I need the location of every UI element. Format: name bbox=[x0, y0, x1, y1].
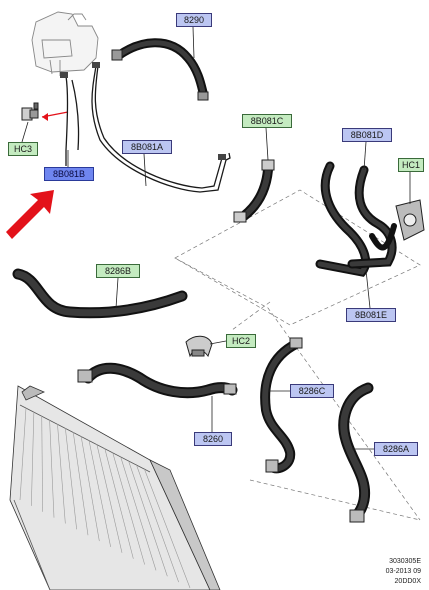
label-hc1: HC1 bbox=[398, 158, 424, 172]
hose-8b081c bbox=[233, 159, 275, 223]
label-8290: 8290 bbox=[176, 13, 212, 27]
radiator-fin bbox=[120, 455, 157, 571]
red-pointer-arrow bbox=[6, 190, 54, 239]
radiator-fin bbox=[41, 415, 43, 512]
radiator-fin bbox=[135, 463, 179, 583]
footer-code-line-3: 20DD0X bbox=[394, 578, 421, 585]
radiator-fin bbox=[65, 427, 77, 530]
footer-code-line-1: 3030305E bbox=[389, 558, 421, 565]
hose-8b081d-assembly bbox=[315, 161, 397, 277]
radiator-fin bbox=[31, 411, 35, 506]
thermostat-housing bbox=[395, 199, 425, 241]
label-8b081a: 8B081A bbox=[122, 140, 172, 154]
label-hc2: HC2 bbox=[226, 334, 256, 348]
red-leader-arrowhead bbox=[42, 113, 48, 121]
radiator-fin bbox=[143, 467, 191, 589]
label-8260: 8260 bbox=[194, 432, 232, 446]
label-hc3: HC3 bbox=[8, 142, 38, 156]
radiator-fin bbox=[112, 451, 145, 565]
label-8b081e: 8B081E bbox=[346, 308, 396, 322]
coolant-reservoir bbox=[31, 11, 99, 76]
hose-8b081-lines bbox=[65, 65, 231, 193]
radiator-fin bbox=[104, 447, 134, 559]
radiator bbox=[9, 385, 221, 590]
label-8286c: 8286C bbox=[290, 384, 334, 398]
label-8b081c: 8B081C bbox=[242, 114, 292, 128]
radiator-fin bbox=[80, 435, 100, 542]
hose-8286c bbox=[260, 337, 303, 474]
radiator-fin bbox=[57, 423, 66, 524]
radiator-fins bbox=[19, 407, 191, 589]
hose-8290 bbox=[111, 38, 209, 101]
radiator-fin bbox=[96, 443, 123, 553]
clip-hc2 bbox=[185, 335, 213, 358]
hose-8260 bbox=[77, 362, 238, 399]
radiator-fin bbox=[49, 419, 55, 518]
radiator-fin bbox=[19, 407, 27, 501]
assembly-boundary-dashes bbox=[174, 189, 421, 521]
label-8286b: 8286B bbox=[96, 264, 140, 278]
footer-code-line-2: 03-2013 09 bbox=[385, 568, 421, 575]
label-8b081b-highlighted: 8B081B bbox=[44, 167, 94, 181]
hose-8286b bbox=[12, 268, 188, 319]
radiator-fin bbox=[72, 431, 89, 536]
hose-8286a bbox=[338, 382, 374, 523]
sensor-bracket bbox=[21, 102, 39, 121]
radiator-fin bbox=[127, 459, 168, 577]
label-8b081d: 8B081D bbox=[342, 128, 392, 142]
radiator-fin bbox=[88, 439, 111, 547]
hose-connectors bbox=[60, 62, 226, 160]
label-8286a: 8286A bbox=[374, 442, 418, 456]
